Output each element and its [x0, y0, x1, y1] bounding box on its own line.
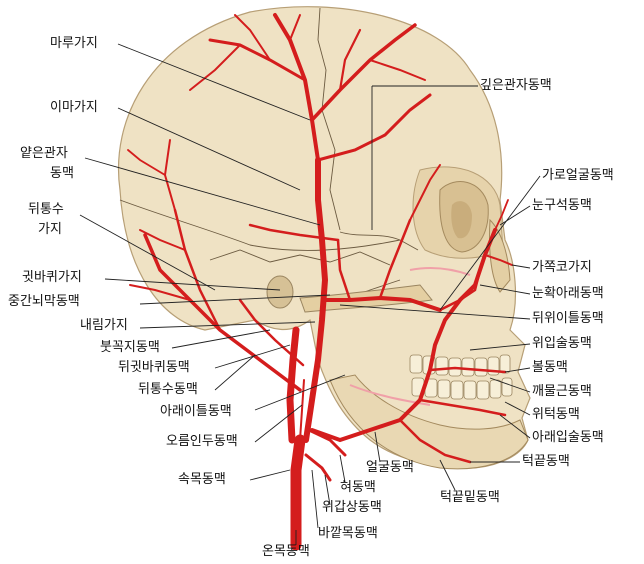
artery-superior-thyroid	[306, 455, 330, 480]
label-masseteric: 깨물근동맥	[532, 384, 592, 399]
label-lateral-nasal: 가쪽코가지	[532, 260, 592, 275]
label-submental: 턱끝밑동맥	[440, 490, 500, 505]
label-lingual: 혀동맥	[340, 480, 376, 495]
label-ascending-pharyngeal: 오름인두동맥	[166, 434, 238, 449]
label-occipital-branch-2: 가지	[38, 222, 62, 237]
label-superior-labial: 위입술동맥	[532, 336, 592, 351]
label-maxillary: 위턱동맥	[532, 407, 580, 422]
label-buccal: 볼동맥	[532, 360, 568, 375]
artery-common-carotid	[296, 440, 300, 545]
label-occipital-artery: 뒤통수동맥	[138, 382, 198, 397]
label-frontal-branch: 이마가지	[50, 100, 98, 115]
label-superficial-temporal-2: 동맥	[50, 166, 74, 181]
label-stylomastoid: 붓꼭지동맥	[100, 340, 160, 355]
label-auricular-branch: 귓바퀴가지	[22, 270, 82, 285]
label-mental: 턱끝동맥	[522, 454, 570, 469]
label-deep-temporal: 깊은관자동맥	[480, 78, 552, 93]
label-transverse-facial: 가로얼굴동맥	[542, 168, 614, 183]
label-descending-branch: 내림가지	[80, 318, 128, 333]
ear-canal	[267, 276, 293, 308]
label-facial: 얼굴동맥	[366, 460, 414, 475]
label-occipital-branch-1: 뒤통수	[28, 202, 64, 217]
label-angular: 눈구석동맥	[532, 198, 592, 213]
label-inferior-labial: 아래입술동맥	[532, 430, 604, 445]
label-external-carotid: 바깥목동맥	[318, 526, 378, 541]
label-posterior-superior-alveolar: 뒤위이틀동맥	[532, 311, 604, 326]
label-infraorbital: 눈확아래동맥	[532, 286, 604, 301]
label-middle-meningeal: 중간뇌막동맥	[8, 294, 80, 309]
label-common-carotid: 온목동맥	[262, 544, 310, 559]
label-internal-carotid: 속목동맥	[178, 472, 226, 487]
label-inferior-alveolar: 아래이틀동맥	[160, 404, 232, 419]
label-superior-thyroid: 위갑상동맥	[322, 500, 382, 515]
label-parietal-branch: 마루가지	[50, 36, 98, 51]
label-posterior-auricular: 뒤귓바퀴동맥	[118, 360, 190, 375]
label-superficial-temporal-1: 얕은관자	[20, 146, 68, 161]
